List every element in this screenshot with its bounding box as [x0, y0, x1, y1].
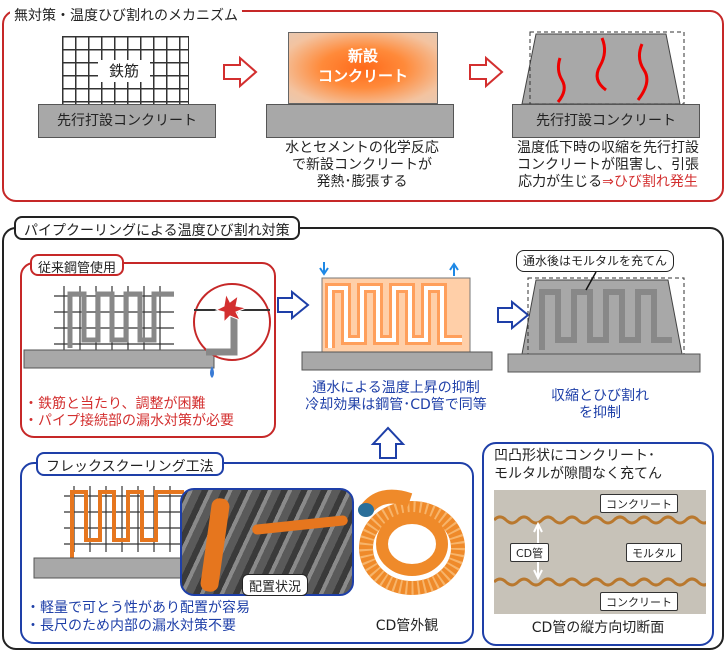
middle-note-2: 冷却効果は鋼管･CD管で同等	[305, 397, 487, 413]
step3-desc-last: 応力が生じる	[518, 174, 603, 190]
new-concrete-line1: 新設	[347, 47, 378, 65]
rebar-grid	[62, 36, 189, 105]
section-cut-lines	[494, 515, 706, 587]
conventional-box	[20, 262, 276, 438]
right-note-1: 収縮とひび割れ	[551, 388, 649, 404]
step3-desc-3: 応力が生じる⇒ひび割れ発生	[496, 174, 720, 191]
placement-label: 配置状況	[242, 574, 309, 596]
bottom-title: パイプクーリングによる温度ひび割れ対策	[14, 216, 300, 240]
conventional-tag: 従来鋼管使用	[30, 254, 125, 276]
arrow-right-icon	[497, 299, 530, 331]
section-mortar: モルタル	[626, 543, 682, 562]
section-note-2: モルタルが隙間なく充てん	[494, 466, 662, 482]
cd-pipe-coil-icon	[358, 489, 465, 595]
arrow-right-icon	[469, 55, 504, 89]
base-concrete-2	[266, 104, 454, 138]
rebar-label: 鉄筋	[98, 60, 150, 82]
section-note-1: 凹凸形状にコンクリート･	[494, 448, 655, 464]
step2-desc-2: で新設コンクリートが	[292, 157, 432, 173]
base-concrete-3: 先行打設コンクリート	[512, 104, 700, 138]
section-cd-pipe: CD管	[510, 543, 550, 562]
new-concrete-line2: コンクリート	[317, 67, 408, 85]
cd-exterior-label: CD管外観	[375, 618, 439, 634]
arrow-up-icon	[370, 426, 406, 459]
flex-note-2: ・長尺のため内部の漏水対策不要	[26, 618, 236, 634]
filled-concrete-diagram	[507, 271, 701, 373]
steel-pipe-diagram	[23, 283, 271, 378]
bottom-panel	[2, 227, 724, 650]
crack-result: ⇒ひび割れ発生	[602, 174, 698, 190]
right-note-2: を抑制	[579, 405, 621, 421]
arrow-right-icon	[277, 289, 310, 321]
step2-desc-1: 水とセメントの化学反応	[285, 140, 439, 156]
photo-pipe	[199, 497, 231, 593]
step3-desc-1: 温度低下時の収縮を先行打設	[517, 140, 699, 156]
cracked-concrete	[521, 31, 685, 105]
flex-cooling-tag: フレックスクーリング工法	[36, 452, 224, 476]
section-caption: CD管の縦方向切断面	[531, 620, 665, 636]
top-title: 無対策・温度ひび割れのメカニズム	[10, 3, 242, 27]
flex-cooling-box	[20, 462, 474, 644]
base-concrete-1: 先行打設コンクリート	[38, 104, 216, 138]
middle-note-1: 通水による温度上昇の抑制	[312, 380, 480, 396]
new-concrete-hot	[288, 32, 438, 104]
section-concrete-top: コンクリート	[600, 494, 678, 513]
photo-pipe-2	[251, 515, 349, 535]
arrow-right-icon	[223, 55, 258, 89]
top-panel	[2, 10, 724, 202]
step3-desc-2: コンクリートが阻害し、引張	[517, 157, 699, 173]
cooling-diagram	[301, 262, 493, 371]
flex-note-1: ・軽量で可とう性があり配置が容易	[26, 600, 250, 616]
section-concrete-bottom: コンクリート	[600, 592, 678, 611]
conventional-note-2: ・パイプ接続部の漏水対策が必要	[24, 413, 234, 429]
after-water-note: 通水後はモルタルを充てん	[516, 250, 675, 272]
step2-desc-3: 発熱･膨張する	[316, 174, 408, 190]
conventional-note-1: ・鉄筋と当たり、調整が困難	[24, 396, 206, 412]
